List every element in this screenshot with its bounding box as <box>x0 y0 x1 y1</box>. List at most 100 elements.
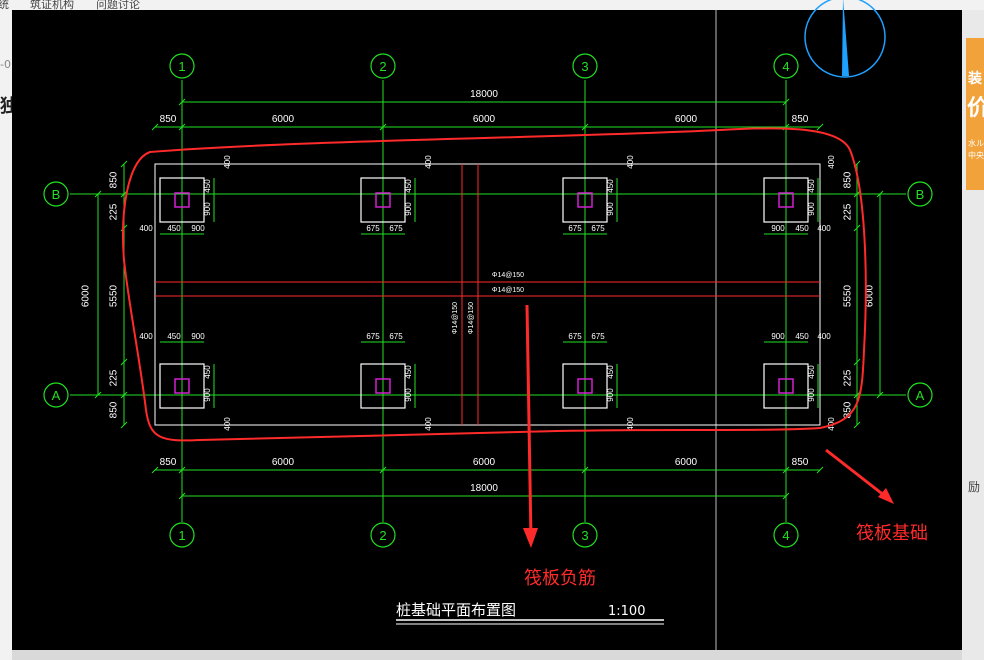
grid-label-right-A: A <box>916 388 925 403</box>
cap-dim-400-v: 400 <box>424 417 433 431</box>
pile-cap <box>360 363 406 409</box>
cap-dim-400-v: 400 <box>626 155 635 169</box>
raft-neg-rebar-label: 筏板负筋 <box>524 568 596 589</box>
pile-icon <box>174 192 190 208</box>
cap-dim-left: 900 <box>771 224 785 233</box>
grid-label-bottom-1: 1 <box>178 528 185 543</box>
cap-dim-400-v: 400 <box>827 155 836 169</box>
grid-bubble-right-B <box>907 181 933 207</box>
grid-bubble-left-A <box>43 382 69 408</box>
cap-dim-left: 900 <box>771 332 785 341</box>
cap-dim-right: 900 <box>191 224 205 233</box>
rebar-label-2: Φ14@150 <box>492 287 524 294</box>
cap-dim-900: 900 <box>807 202 816 216</box>
grid-bubble-bottom-2 <box>370 522 396 548</box>
top-page-sliver <box>0 0 984 10</box>
grid-label-top-3: 3 <box>581 59 588 74</box>
dim-tick <box>853 224 861 232</box>
grid-label-left-B: B <box>52 187 61 202</box>
pile-icon <box>778 192 794 208</box>
dim-tick <box>120 391 128 399</box>
dim-tick <box>94 190 102 198</box>
dim-seg-top: 850 <box>792 114 809 125</box>
grid-label-bottom-4: 4 <box>782 528 789 543</box>
dim-tick <box>178 98 186 106</box>
cap-dim-675-left: 675 <box>366 332 380 341</box>
cap-dim-675-left: 675 <box>568 332 582 341</box>
cap-dim-900: 900 <box>203 388 212 402</box>
right-ad-box[interactable]: 装 价 水ル 中央 <box>966 38 984 190</box>
compass-icon <box>804 0 886 78</box>
vdim-seg-right: 225 <box>843 369 854 386</box>
vdim-seg-right: 5550 <box>843 284 854 307</box>
pile-icon <box>375 192 391 208</box>
raft-foundation-label: 筏板基础 <box>856 523 928 544</box>
dim-tick <box>853 391 861 399</box>
vdim-total-left: 6000 <box>81 284 92 307</box>
pile-cap <box>562 177 608 223</box>
dim-seg-bottom: 6000 <box>473 457 496 468</box>
dim-tick <box>120 160 128 168</box>
dim-seg-top: 6000 <box>272 114 295 125</box>
dim-tick <box>853 190 861 198</box>
drawing-title: 桩基础平面布置图 <box>396 601 516 619</box>
vdim-total-right: 6000 <box>865 284 876 307</box>
grid-label-bottom-2: 2 <box>379 528 386 543</box>
cap-dim-900: 900 <box>606 202 615 216</box>
dim-tick <box>853 358 861 366</box>
cap-dim-400-v: 400 <box>626 417 635 431</box>
dim-tick <box>581 466 589 474</box>
pile-icon <box>577 378 593 394</box>
vdim-seg-right: 850 <box>843 171 854 188</box>
rebar-label-1: Φ14@150 <box>492 272 524 279</box>
top-nav-fragment-1[interactable]: 统 <box>0 0 9 11</box>
cap-dim-left: 450 <box>167 224 181 233</box>
rebar-arrow-line <box>525 304 533 541</box>
dim-tick <box>816 466 824 474</box>
cap-dim-450: 450 <box>203 365 212 379</box>
cap-dim-900: 900 <box>203 202 212 216</box>
cap-dim-675-left: 675 <box>366 224 380 233</box>
dim-seg-top: 850 <box>160 114 177 125</box>
cap-dim-right: 900 <box>191 332 205 341</box>
cap-dim-900: 900 <box>404 202 413 216</box>
dim-seg-bottom: 6000 <box>675 457 698 468</box>
dim-seg-top: 6000 <box>675 114 698 125</box>
cap-dim-675-left: 675 <box>568 224 582 233</box>
cap-dim-400-v: 400 <box>223 417 232 431</box>
cap-dim-450: 450 <box>606 365 615 379</box>
dim-seg-bottom: 850 <box>160 457 177 468</box>
cap-dim-450: 450 <box>203 179 212 193</box>
dim-total-top: 18000 <box>470 89 498 100</box>
ad-fragment-1: 装 <box>968 71 982 87</box>
pile-cap <box>562 363 608 409</box>
dim-total-bottom: 18000 <box>470 483 498 494</box>
vdim-seg-right: 850 <box>843 401 854 418</box>
top-nav-fragment-2[interactable]: 筑证机构 <box>30 0 74 11</box>
dim-tick <box>120 421 128 429</box>
dim-tick <box>876 391 884 399</box>
raft-outline-scribble <box>122 127 867 442</box>
pile-icon <box>174 378 190 394</box>
dim-tick <box>379 123 387 131</box>
dim-tick <box>782 98 790 106</box>
dim-tick <box>178 492 186 500</box>
drawing-scale: 1:100 <box>608 604 645 619</box>
grid-label-left-A: A <box>52 388 61 403</box>
dim-tick <box>178 466 186 474</box>
grid-label-bottom-3: 3 <box>581 528 588 543</box>
pile-cap <box>763 177 809 223</box>
grid-bubble-top-2 <box>370 53 396 79</box>
dim-tick <box>120 358 128 366</box>
cap-dim-900: 900 <box>404 388 413 402</box>
pile-cap <box>360 177 406 223</box>
pile-icon <box>577 192 593 208</box>
dim-seg-top: 6000 <box>473 114 496 125</box>
dim-seg-bottom: 850 <box>792 457 809 468</box>
ad-fragment-2: 价 <box>967 96 984 121</box>
vdim-seg-left: 225 <box>109 369 120 386</box>
rebar-arrow-head-icon <box>523 528 538 548</box>
dimension-layer <box>43 53 933 548</box>
top-nav-fragment-3[interactable]: 问题讨论 <box>96 0 140 11</box>
